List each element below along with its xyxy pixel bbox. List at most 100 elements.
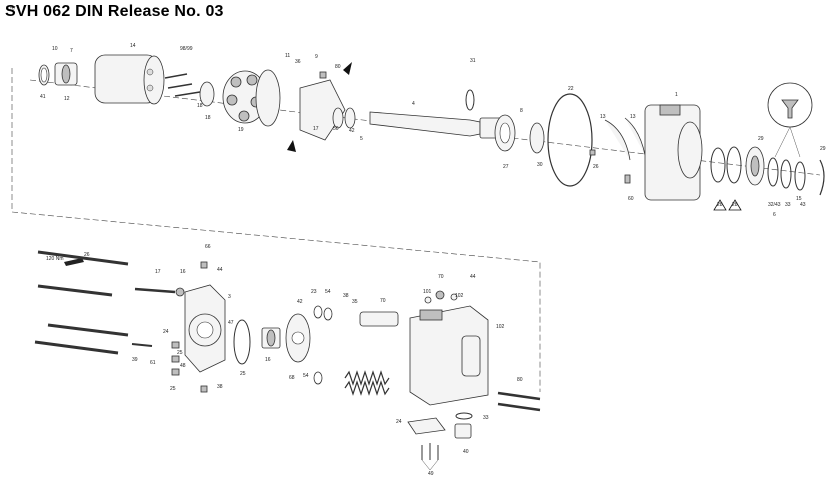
upper-label: 60 <box>628 196 634 202</box>
upper-label: 18 <box>197 103 203 109</box>
upper-label: 8 <box>520 108 523 114</box>
upper-label: 6 <box>773 212 776 218</box>
valve-fitting-101-102 <box>424 290 458 304</box>
washers-32-43 <box>767 157 806 191</box>
warning-triangles <box>713 199 742 211</box>
o-ring-48 <box>233 319 251 365</box>
upper-label: 29 <box>758 136 764 142</box>
upper-label: 28 <box>717 202 723 208</box>
upper-label: 13 <box>600 114 606 120</box>
detail-magnifier-circle <box>767 82 813 158</box>
upper-label: 19 <box>238 127 244 133</box>
upper-label: 98/99 <box>180 46 193 52</box>
lower-label: 38 <box>343 293 349 299</box>
upper-label: 29 <box>820 146 826 152</box>
lower-label: 3 <box>228 294 231 300</box>
drive-shaft-4 <box>369 111 511 139</box>
pins-98-99 <box>164 73 201 97</box>
upper-label: 12 <box>64 96 70 102</box>
lower-label: 39 <box>132 357 138 363</box>
lower-label: 25 <box>170 386 176 392</box>
upper-label: 41 <box>40 94 46 100</box>
circlip-31 <box>465 89 475 111</box>
lower-label: 102 <box>496 324 505 330</box>
shaft-seal-6 <box>745 146 765 186</box>
lower-label: 38 <box>217 384 223 390</box>
retaining-plate-10 <box>255 69 281 127</box>
upper-label: 13 <box>630 114 636 120</box>
upper-label: 11 <box>285 53 290 59</box>
lower-label: 57 <box>10 6 16 12</box>
screws-57 <box>421 443 439 471</box>
lower-label: 54 <box>325 289 331 295</box>
lower-label: 101 <box>423 289 432 295</box>
lower-label: 61 <box>150 360 156 366</box>
retainer-ball-18 <box>199 81 215 107</box>
upper-label: 22 <box>568 86 574 92</box>
piston-70 <box>359 311 399 327</box>
upper-label: 31 <box>470 58 476 64</box>
upper-label: 14 <box>130 43 136 49</box>
lower-label: 66 <box>205 244 211 250</box>
lower-label: 68 <box>289 375 295 381</box>
seals-28-29 <box>710 146 742 184</box>
upper-label: 42 <box>349 128 355 134</box>
arrow-marker-lower <box>287 140 296 152</box>
lower-label: 70 <box>380 298 386 304</box>
lower-label: 26 <box>84 252 90 258</box>
arrow-marker-80 <box>343 62 352 75</box>
bearing-ring-30 <box>529 122 545 154</box>
bearing-50-42 <box>332 107 356 129</box>
small-screws-upper <box>319 71 631 184</box>
upper-label: 17 <box>313 126 319 132</box>
upper-label: 80 <box>335 64 341 70</box>
upper-label: 5 <box>360 136 363 142</box>
lower-label: 48 <box>180 363 186 369</box>
lower-label: 44 <box>470 274 476 280</box>
lower-label: 17 <box>155 269 161 275</box>
upper-label: 32/43 <box>768 202 781 208</box>
retaining-ring-41 <box>38 64 50 86</box>
o-ring-22 <box>547 93 593 187</box>
lower-label: 33 <box>483 415 489 421</box>
bolts-24-lower <box>497 391 541 412</box>
pump-housing-1 <box>644 104 703 201</box>
upper-label: 50 <box>333 126 339 132</box>
needle-bearing-42 <box>261 327 281 349</box>
torque-wrench-26 <box>64 258 84 266</box>
lower-label: 16 <box>265 357 271 363</box>
upper-label: 28 <box>732 202 738 208</box>
lower-label: 47 <box>228 320 234 326</box>
tapered-bearing-27 <box>494 114 516 152</box>
lower-label: 16 <box>180 269 186 275</box>
upper-label: 27 <box>503 164 509 170</box>
upper-label: 4 <box>412 101 415 107</box>
torque-label: 120 Nm <box>46 256 64 262</box>
bushing-10-12 <box>54 62 78 86</box>
upper-label: 10 <box>52 46 58 52</box>
upper-assembly-guide <box>11 68 541 392</box>
swivel-bushings-13 <box>604 117 646 161</box>
control-housing-68 <box>409 305 489 406</box>
bolt-17 <box>134 287 185 297</box>
lower-label: 42 <box>297 299 303 305</box>
lower-label: 24 <box>396 419 402 425</box>
upper-label: 1 <box>675 92 678 98</box>
upper-label: 26 <box>593 164 599 170</box>
name-plate-33 <box>407 417 446 435</box>
control-plate-23 <box>285 313 311 363</box>
upper-label: 36 <box>295 59 301 65</box>
lower-label: 44 <box>217 267 223 273</box>
o-ring-40 <box>455 412 473 420</box>
lower-label: 70 <box>438 274 444 280</box>
lower-label: 23 <box>311 289 317 295</box>
piston-assembly-19 <box>222 70 268 124</box>
upper-label: 7 <box>70 48 73 54</box>
circlip-29 <box>819 159 825 196</box>
cylinder-block-14 <box>94 54 165 105</box>
lower-label: 35 <box>352 299 358 305</box>
port-plate-3 <box>184 284 226 373</box>
springs-33 <box>344 370 390 396</box>
